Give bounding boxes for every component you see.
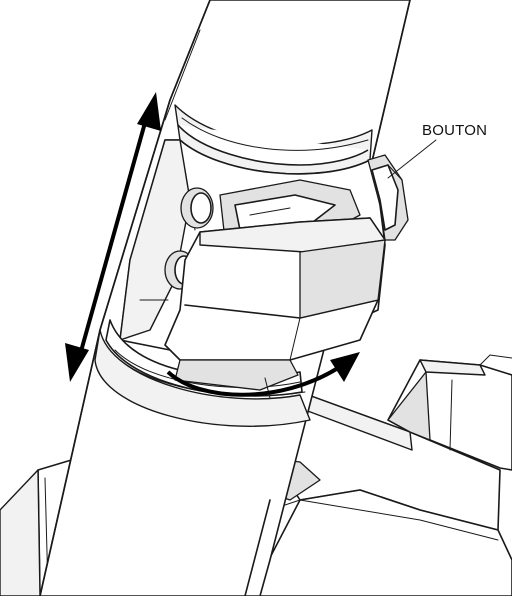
height-adjust-arrow bbox=[65, 92, 161, 382]
frame-bracket bbox=[387, 354, 512, 471]
clamp-bolt-upper bbox=[180, 187, 214, 229]
bouton-label: BOUTON bbox=[422, 122, 487, 139]
rotation-arrow bbox=[166, 352, 360, 397]
bouton-leader-line bbox=[387, 139, 437, 179]
clamp-button[interactable] bbox=[367, 154, 409, 241]
quick-release-lever[interactable] bbox=[164, 217, 386, 399]
